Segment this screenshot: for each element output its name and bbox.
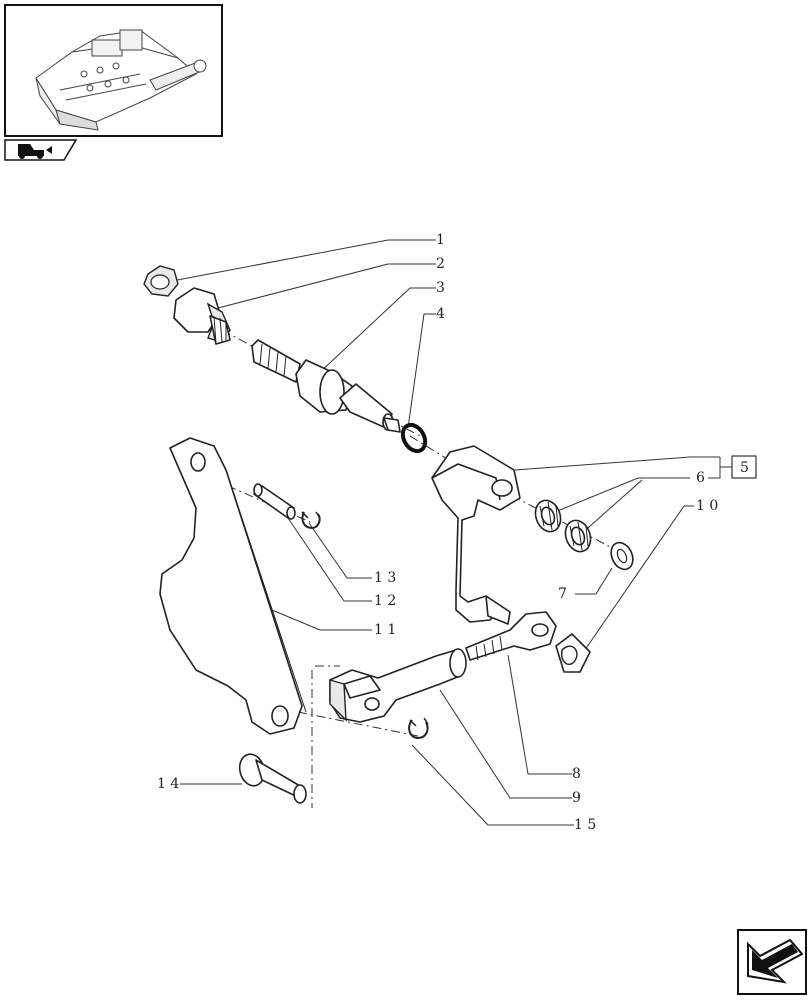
next-page-button[interactable]	[737, 929, 807, 995]
part-15-circlip[interactable]	[408, 717, 429, 740]
callout-10: 1 0	[696, 498, 718, 514]
part-3-shaft[interactable]	[251, 339, 401, 433]
part-6-needle-bearing-a[interactable]	[531, 497, 564, 535]
part-1-hex-nut[interactable]	[143, 265, 179, 297]
callout-9: 9	[572, 790, 581, 806]
callout-5-box: 5	[731, 455, 757, 479]
assembly-thumbnail-icon	[35, 29, 207, 131]
callout-12: 1 2	[374, 593, 396, 609]
callout-1: 1	[436, 232, 445, 248]
leader-lines	[171, 239, 732, 826]
assembly-axes	[209, 329, 621, 808]
callout-labels: 1 2 3 4 6 7 8 9 1 0 1 1 1 2 1 3 1 4 1 5	[157, 232, 718, 833]
thumbnail-frame[interactable]	[4, 4, 223, 137]
part-2-adjusting-nut[interactable]	[173, 287, 231, 345]
part-5-lever-arm[interactable]	[431, 445, 521, 625]
part-8-threaded-eye[interactable]	[465, 611, 557, 661]
part-11-quadrant-plate[interactable]	[159, 437, 307, 735]
callout-4: 4	[436, 306, 445, 322]
part-6-needle-bearing-b[interactable]	[561, 517, 594, 555]
callout-2: 2	[436, 256, 445, 272]
callout-13: 1 3	[374, 570, 396, 586]
callout-14: 1 4	[157, 776, 179, 792]
part-13-circlip[interactable]	[301, 511, 321, 530]
part-14-bolt[interactable]	[236, 751, 307, 804]
callout-3: 3	[436, 280, 445, 296]
section-tab[interactable]	[4, 139, 78, 161]
tractor-icon	[18, 144, 52, 159]
part-10-retaining-clip[interactable]	[555, 633, 591, 673]
callout-15: 1 5	[574, 817, 596, 833]
part-4-o-ring[interactable]	[398, 421, 429, 455]
part-7-washer[interactable]	[607, 539, 637, 573]
callout-6: 6	[696, 470, 705, 486]
callout-7: 7	[558, 586, 567, 602]
part-12-pin[interactable]	[253, 483, 296, 520]
callout-5: 5	[740, 460, 749, 476]
next-page-arrow-icon	[747, 938, 804, 984]
part-9-linkage-rod[interactable]	[329, 648, 467, 723]
callout-8: 8	[572, 766, 581, 782]
callout-11: 1 1	[374, 622, 396, 638]
